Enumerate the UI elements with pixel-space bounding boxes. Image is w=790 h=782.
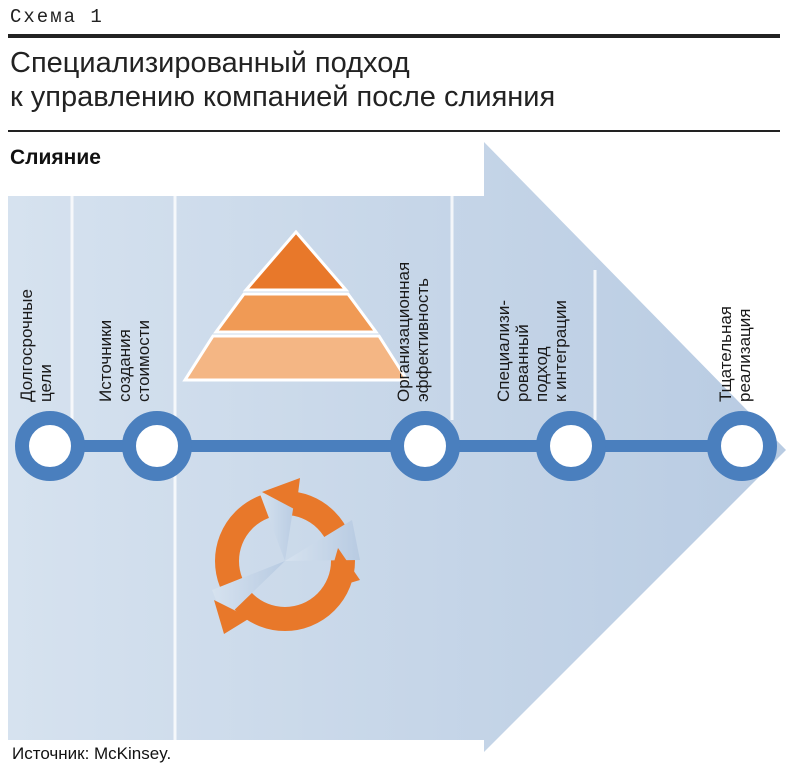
stage-label-org-efficiency: Организационная эффективность <box>394 261 432 402</box>
page-title: Специализированный подход к управлению к… <box>10 46 770 114</box>
stage-label-careful-implementation: Тщательная реализация <box>716 305 754 402</box>
title-line-2: к управлению компанией после слияния <box>10 81 556 113</box>
title-line-1: Специализированный подход <box>10 47 410 79</box>
source-note: Источник: McKinsey. <box>12 744 172 763</box>
stage-label-value-sources: Источники создания стоимости <box>96 319 153 402</box>
node-integration-approach <box>536 411 606 481</box>
stage-label-integration-approach: Специализи- рованный подход к интеграции <box>494 300 570 402</box>
stage-label-long-term-goals: Долгосрочные цели <box>17 289 55 402</box>
node-careful-implementation <box>707 411 777 481</box>
title-divider <box>8 130 780 132</box>
top-divider <box>8 34 780 38</box>
node-long-term-goals <box>15 411 85 481</box>
timeline-nodes <box>15 411 777 481</box>
node-org-efficiency <box>390 411 460 481</box>
node-value-sources <box>122 411 192 481</box>
pyramid-icon <box>182 229 410 382</box>
section-heading: Слияние <box>10 146 101 169</box>
cycle-icon <box>212 478 360 634</box>
scheme-label: Схема 1 <box>10 6 104 28</box>
